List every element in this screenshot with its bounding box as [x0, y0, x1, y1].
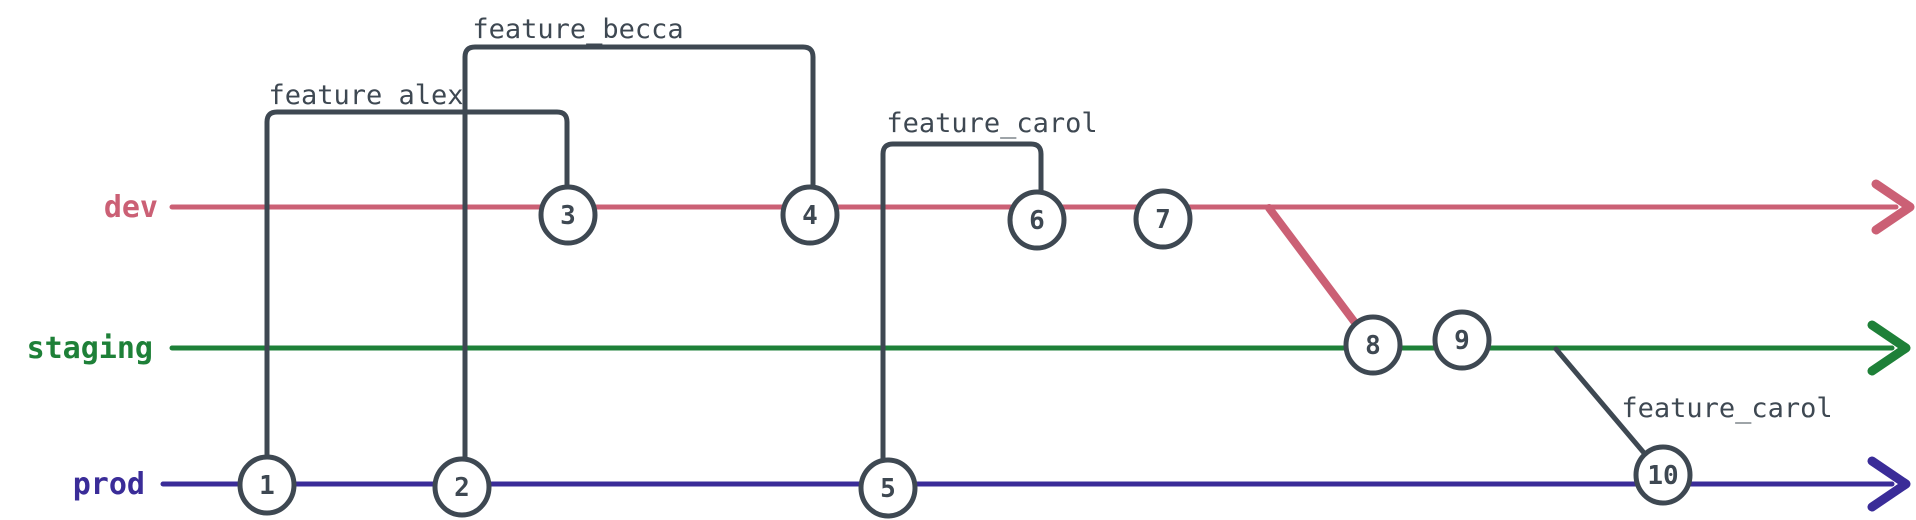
commit-number-4: 4: [802, 201, 818, 231]
arrow-right-icon-dev: [1871, 179, 1915, 235]
commit-node-3: [538, 184, 598, 246]
commit-node-7: [1133, 188, 1193, 250]
commit-number-3: 3: [560, 201, 576, 231]
branch-label-prod: prod: [73, 467, 145, 502]
commit-node-8: [1343, 314, 1403, 376]
link-feature_alex-branch: [264, 109, 570, 465]
commit-number-8: 8: [1365, 331, 1381, 361]
link-feature_becca-branch: [462, 44, 816, 467]
branch-label-staging: staging: [27, 331, 153, 366]
commit-number-5: 5: [880, 474, 896, 504]
commit-node-4: [780, 184, 840, 246]
arrow-right-icon-staging: [1867, 320, 1911, 376]
commit-number-6: 6: [1029, 206, 1045, 236]
commit-node-5: [858, 457, 918, 519]
commit-number-7: 7: [1155, 205, 1171, 235]
commit-number-2: 2: [454, 473, 470, 503]
link-label-feature_carol-branch: feature_carol: [886, 108, 1097, 139]
commit-node-9: [1432, 309, 1492, 371]
commit-node-10: [1633, 444, 1693, 506]
branch-label-dev: dev: [104, 190, 158, 225]
arrow-right-icon-prod: [1867, 456, 1911, 512]
link-feature_carol-merge-to-prod: [1553, 346, 1653, 463]
commit-node-2: [432, 456, 492, 518]
commit-number-1: 1: [259, 471, 275, 501]
commit-number-9: 9: [1454, 326, 1470, 356]
commit-node-1: [237, 454, 297, 516]
link-label-feature_becca-branch: feature_becca: [472, 14, 683, 45]
commit-number-10: 10: [1647, 461, 1678, 491]
commit-node-6: [1007, 189, 1067, 251]
link-label-feature_carol-merge-to-prod: feature_carol: [1621, 393, 1832, 424]
link-feature_carol-branch: [880, 141, 1044, 468]
link-dev-to-staging-merge: [1265, 204, 1366, 336]
link-label-feature_alex-branch: feature_alex: [268, 80, 463, 111]
